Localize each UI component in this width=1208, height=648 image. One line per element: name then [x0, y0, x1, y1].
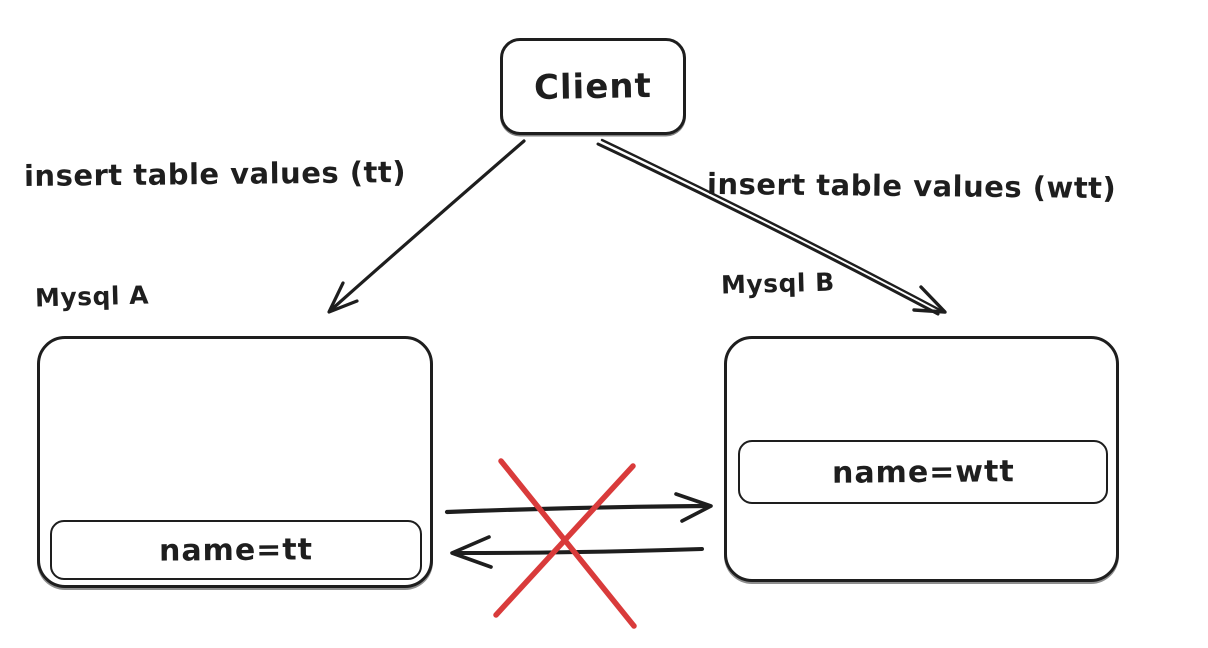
- mysql-a-title: Mysql A: [34, 280, 150, 313]
- edge-label-insert-tt: insert table values (tt): [23, 155, 407, 193]
- table-row-wtt-label: name=wtt: [831, 453, 1015, 491]
- edge-label-insert-wtt: insert table values (wtt): [706, 166, 1117, 206]
- client-label: Client: [533, 65, 653, 108]
- arrow-replication-a-to-b-icon: [444, 492, 713, 523]
- arrow-replication-b-to-a-icon: [450, 535, 704, 569]
- table-row-tt-label: name=tt: [158, 531, 314, 569]
- client-node: Client: [500, 38, 686, 135]
- mysql-b-title: Mysql B: [720, 267, 836, 300]
- table-row-wtt: name=wtt: [738, 440, 1108, 504]
- mysql-b-node: name=wtt: [724, 336, 1119, 582]
- table-row-tt: name=tt: [50, 520, 422, 580]
- blocked-cross-x-icon: [493, 458, 637, 629]
- mysql-a-node: name=tt: [37, 336, 433, 588]
